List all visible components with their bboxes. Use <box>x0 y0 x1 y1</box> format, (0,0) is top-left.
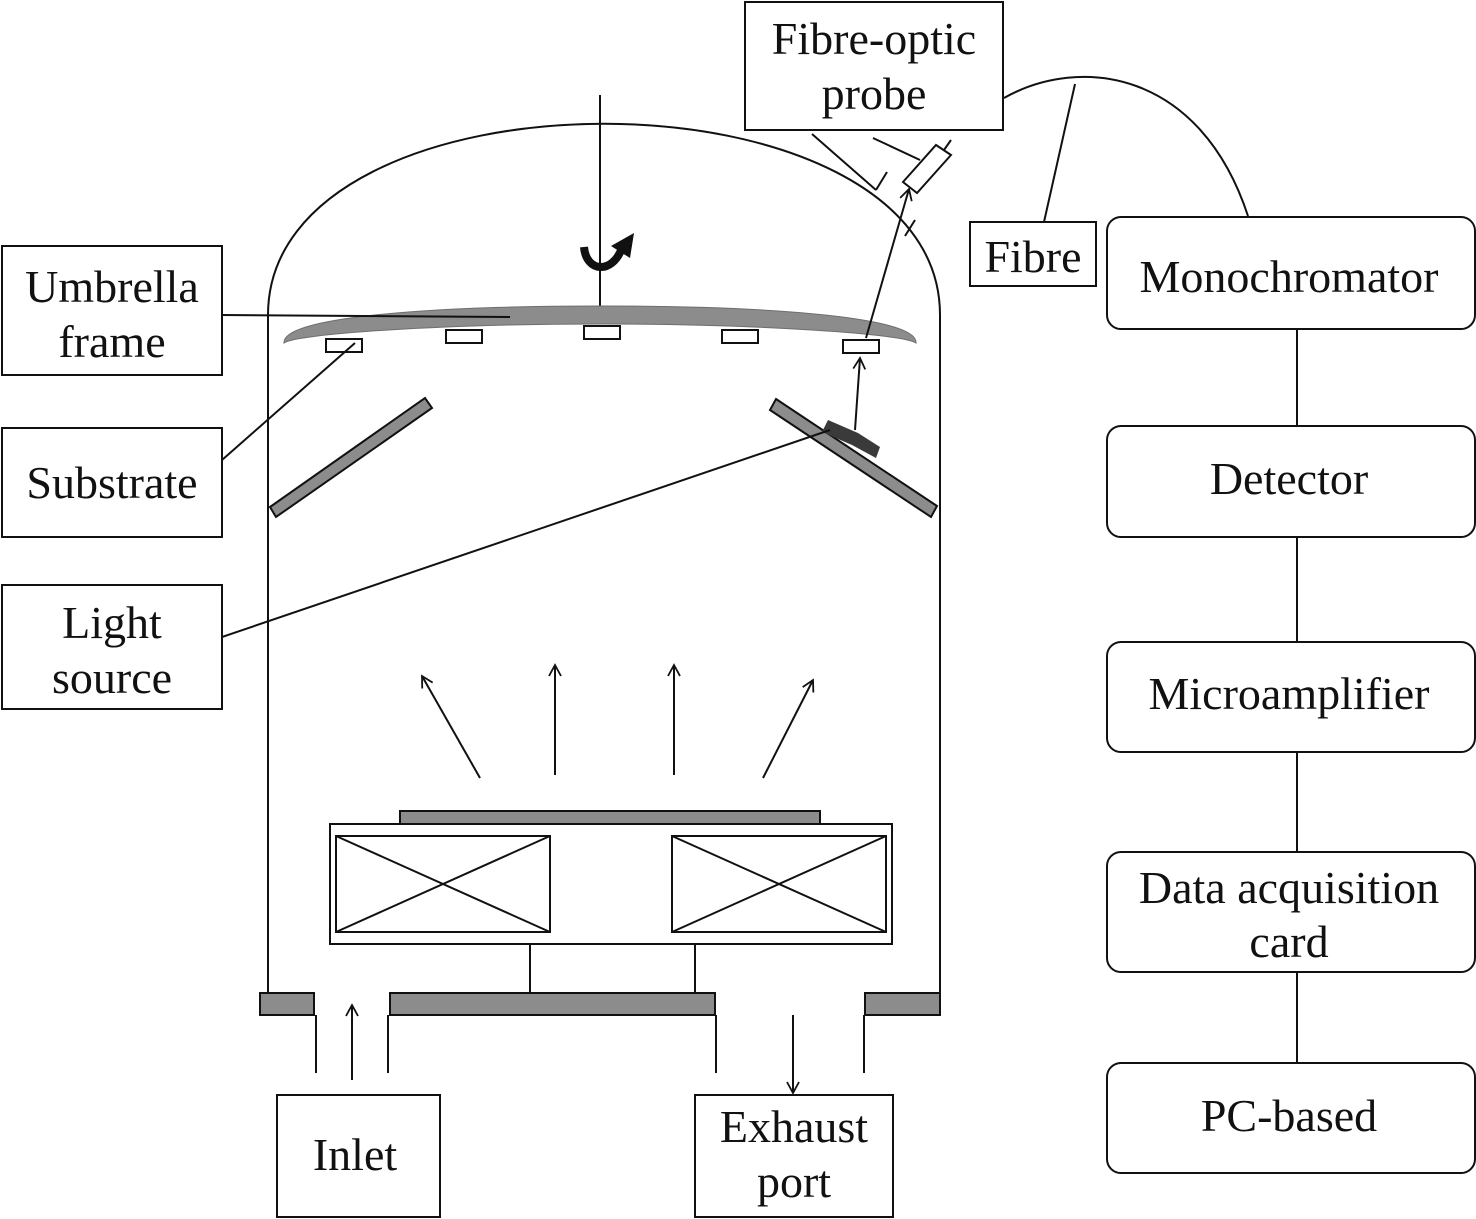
exhaust-port-label: Exhaust port <box>694 1094 894 1218</box>
svg-text:Light: Light <box>62 597 162 648</box>
svg-text:Detector: Detector <box>1210 453 1368 504</box>
monochromator-box: Monochromator <box>1106 216 1476 330</box>
svg-text:Substrate: Substrate <box>26 457 197 508</box>
umbrella-frame-label: Umbrella frame <box>1 245 223 376</box>
pc-based-box: PC-based <box>1106 1062 1476 1174</box>
exhaust-pipe <box>715 1015 865 1073</box>
umbrella-frame <box>283 305 917 344</box>
vapour-arrows <box>421 663 815 779</box>
rotation-arrow-icon <box>580 233 634 271</box>
fibre-optic-probe-label: Fibre-optic probe <box>744 1 1004 131</box>
svg-text:card: card <box>1249 916 1328 967</box>
svg-text:Exhaust: Exhaust <box>720 1101 868 1152</box>
substrates <box>325 325 880 354</box>
light-beam <box>852 356 867 431</box>
svg-text:probe: probe <box>822 68 927 119</box>
left-mirror <box>268 396 434 519</box>
fibre-cable <box>1003 75 1249 217</box>
svg-text:Data acquisition: Data acquisition <box>1139 862 1439 913</box>
svg-text:Monochromator: Monochromator <box>1140 251 1439 302</box>
inlet-label: Inlet <box>276 1094 441 1218</box>
svg-text:Umbrella: Umbrella <box>25 261 199 312</box>
fibre-label: Fibre <box>969 221 1097 287</box>
leader-lines <box>221 83 1076 638</box>
data-acquisition-card-box: Data acquisition card <box>1106 851 1476 973</box>
evaporation-source <box>329 810 893 993</box>
inlet-pipe <box>315 1015 389 1073</box>
chamber-wall <box>267 122 941 993</box>
svg-text:frame: frame <box>58 316 165 367</box>
light-source-label: Light source <box>1 584 223 710</box>
reflected-beam <box>865 187 913 339</box>
svg-text:Inlet: Inlet <box>313 1129 398 1180</box>
fibre-optic-probe-assembly <box>811 133 953 237</box>
svg-text:port: port <box>757 1156 831 1207</box>
svg-text:Fibre: Fibre <box>984 231 1081 282</box>
base-plate <box>259 992 941 1016</box>
svg-text:Fibre-optic: Fibre-optic <box>772 13 976 64</box>
right-mirror <box>768 397 939 519</box>
svg-text:source: source <box>52 652 172 703</box>
svg-text:Microamplifier: Microamplifier <box>1148 668 1429 719</box>
microamplifier-box: Microamplifier <box>1106 641 1476 753</box>
detector-box: Detector <box>1106 425 1476 538</box>
svg-text:PC-based: PC-based <box>1201 1090 1377 1141</box>
substrate-label: Substrate <box>1 427 223 538</box>
